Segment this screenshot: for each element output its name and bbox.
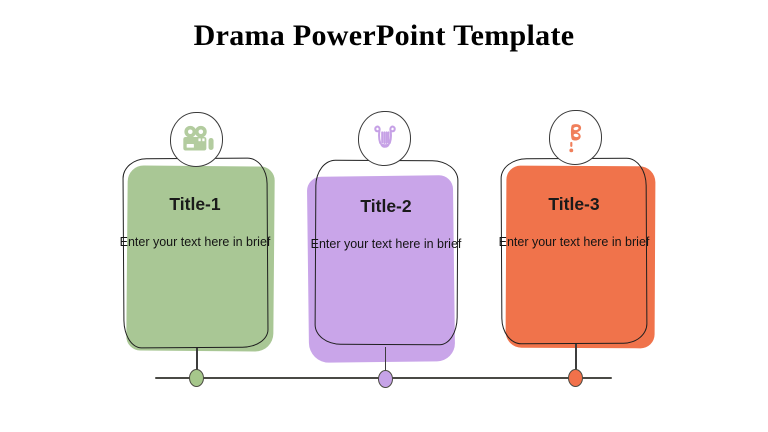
card-2-title: Title-2 bbox=[360, 196, 412, 216]
card-1-connector-line bbox=[196, 348, 198, 372]
video-camera-icon bbox=[182, 125, 214, 151]
card-3-connector-line bbox=[575, 344, 577, 372]
timeline-dot-2 bbox=[377, 369, 393, 388]
lyre-icon bbox=[373, 125, 396, 148]
card-2-icon-circle bbox=[358, 111, 411, 166]
card-2-connector-line bbox=[384, 347, 386, 372]
card-3-body-text: Enter your text here in brief bbox=[498, 235, 650, 249]
card-2-body-text: Enter your text here in brief bbox=[310, 237, 462, 251]
card-1-title: Title-1 bbox=[169, 194, 221, 214]
card-3-outline bbox=[500, 157, 648, 345]
slide-title: Drama PowerPoint Template bbox=[193, 19, 575, 52]
card-3-title: Title-3 bbox=[548, 194, 600, 214]
card-1-body-text: Enter your text here in brief bbox=[119, 235, 271, 249]
card-3-icon-circle bbox=[549, 110, 602, 165]
timeline-dot-1 bbox=[189, 369, 204, 387]
card-1-outline bbox=[122, 157, 269, 349]
card-1-icon-circle bbox=[170, 112, 223, 167]
carnival-mask-icon bbox=[568, 123, 581, 152]
card-2-outline bbox=[314, 159, 459, 346]
timeline-dot-3 bbox=[568, 369, 583, 387]
